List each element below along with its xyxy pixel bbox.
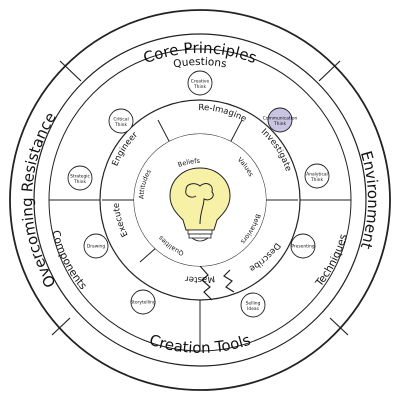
thinking-node-circle	[304, 163, 330, 189]
notch-zigzag-right	[223, 269, 235, 293]
thinking-node-circle	[290, 233, 316, 259]
ring-label-questions: Questions	[172, 56, 227, 70]
thinking-node-label-line2: Think	[73, 179, 86, 185]
second-circle	[33, 33, 367, 367]
thinking-nodes: CreativeThinkCriticalThinkCommunicationT…	[67, 70, 330, 318]
outer-dividers	[51, 60, 349, 336]
thinking-node-circle	[108, 108, 134, 134]
thinking-node-label: Storytelling	[130, 300, 155, 306]
thinking-node-label: Drawing	[87, 244, 105, 250]
thinking-node-label-line2: Think	[273, 121, 286, 127]
thinking-node-circle	[67, 165, 93, 191]
thinking-node-label: Creative	[191, 79, 210, 85]
thinking-node-label: Strategic	[70, 174, 90, 180]
thinking-node-circle	[187, 70, 213, 96]
thinking-node-label-line2: Think	[114, 122, 127, 128]
thinking-node-label: Critical	[113, 117, 128, 123]
thinking-node-label: Selling	[246, 301, 261, 307]
thinking-node-circle	[240, 292, 266, 318]
thinking-node-circle	[267, 107, 293, 133]
notch-zigzag-left	[199, 265, 213, 301]
thinking-node-circle	[130, 289, 156, 315]
thinking-node-label: Communication	[263, 116, 298, 122]
outer-circle	[9, 9, 391, 391]
outer-label-environment: Environment	[357, 149, 382, 251]
lightbulb-icon	[169, 167, 231, 242]
process-label-master: Master	[184, 273, 215, 284]
thinking-node-label-line2: Ideas	[247, 306, 259, 312]
thinking-node-label-line2: Think	[193, 84, 206, 90]
thinking-node-circle	[83, 233, 109, 259]
thinking-node-label-line2: Think	[310, 177, 323, 183]
thinking-node-label: Presenting	[291, 244, 314, 250]
thinking-node-label: Analytical	[306, 172, 328, 178]
